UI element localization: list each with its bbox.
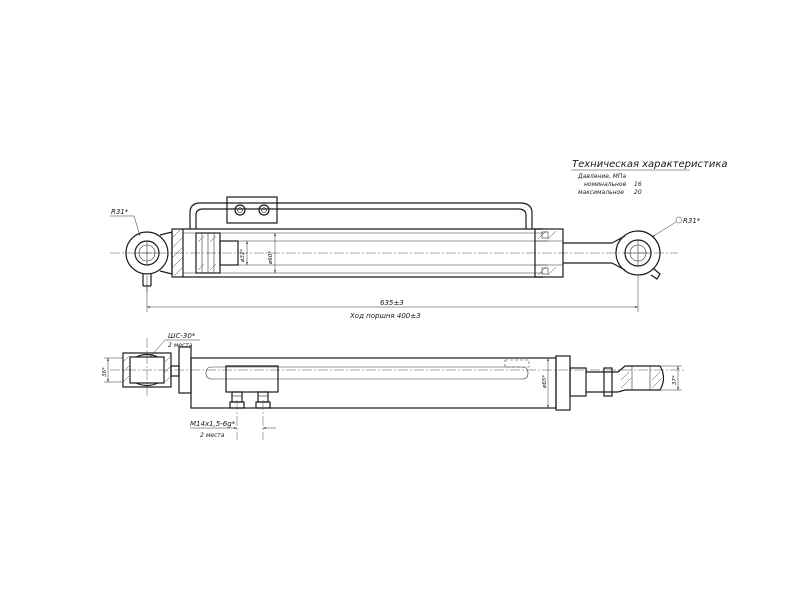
cylinder-end-cap: [171, 228, 184, 278]
specs-max-value: 20: [634, 189, 642, 196]
ball-joint-label: ШС-30*: [168, 332, 196, 340]
port-block-side: [225, 365, 279, 440]
specs-title: Техническая характеристика: [572, 159, 728, 170]
top-section-view: R31*: [110, 196, 701, 320]
bottom-side-view: ШС-30* 2 места 36* ø65*: [102, 332, 685, 440]
ball-joint-count: 2 места: [168, 342, 193, 349]
rod-diameter-label: ø32*: [240, 249, 246, 263]
right-eye-radius-label: R31*: [683, 217, 701, 225]
stroke-length-label: Ход поршня 400±3: [349, 312, 421, 320]
rod-gland: [534, 228, 564, 278]
piston: [195, 232, 239, 274]
specs-nominal-label: номинальное: [584, 181, 627, 188]
ball-width-dimension: 36*: [102, 357, 123, 383]
left-mounting-eye: [125, 231, 173, 292]
cylinder-tube: [183, 228, 543, 278]
right-mounting-eye: [615, 230, 661, 280]
specs-max-label: максимальное: [578, 189, 624, 196]
rod-end-width-dimension: 37*: [660, 365, 682, 391]
left-eye-radius-label: R31*: [111, 208, 129, 216]
overall-length-dimension: 635±3 Ход поршня 400±3: [146, 276, 639, 320]
technical-specs-block: Техническая характеристика Давление, МПа…: [571, 159, 728, 196]
diameter-dimensions: ø32* ø60*: [240, 233, 276, 273]
specs-pressure-label: Давление, МПа: [577, 173, 626, 180]
bore-diameter-label: ø60*: [268, 251, 274, 265]
port-thread-label: М14x1,5-6g*: [190, 420, 236, 428]
port-block-top: [226, 196, 278, 224]
rod-end-width-label: 37*: [672, 375, 678, 385]
tube-diameter-label: ø65*: [542, 375, 548, 389]
ball-width-label: 36*: [102, 367, 108, 377]
overall-length-label: 635±3: [380, 299, 404, 307]
specs-nominal-value: 16: [634, 181, 642, 188]
port-count-label: 2 места: [200, 432, 225, 439]
left-eye-side: [122, 352, 180, 388]
connecting-pipe: [189, 202, 533, 229]
ball-joint-callout: ШС-30* 2 места: [149, 332, 200, 358]
rod-side: [555, 355, 665, 411]
port-thread-callout: М14x1,5-6g* 2 места: [190, 420, 276, 439]
tube-diameter-dimension: ø65*: [542, 358, 549, 408]
